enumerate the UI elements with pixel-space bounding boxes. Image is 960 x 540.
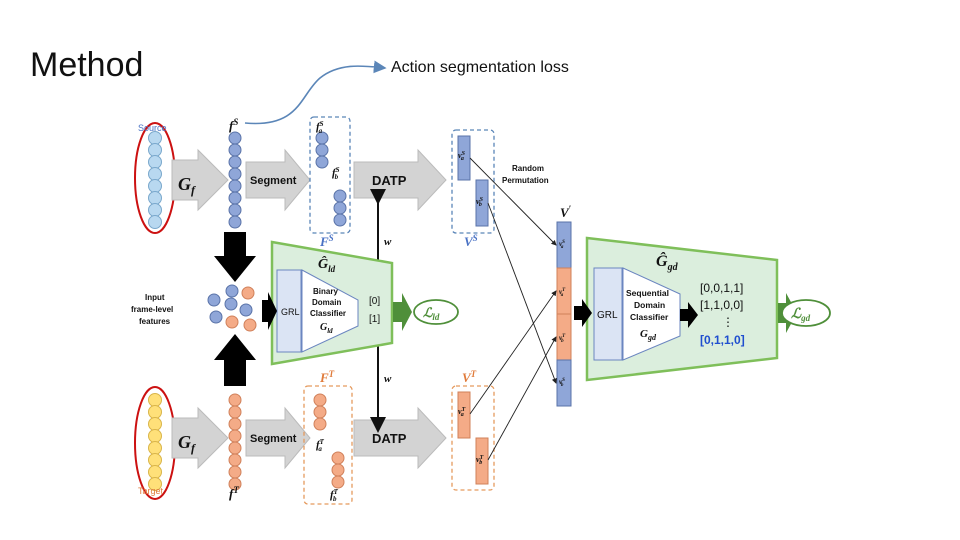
VT-label: VT [462,369,477,385]
ld-grl-box [276,269,302,353]
w-label-bottom: w [384,373,392,385]
segment-label-source: Segment [250,175,297,187]
gf-arrow-target [171,406,229,470]
segment-arrow-target [245,406,311,470]
VS-label: VS [464,233,478,249]
vprime-bar-4 [556,359,572,407]
slide-title: Method [30,46,144,84]
ld-classifier-shape [301,269,359,353]
gd-loss-ellipse [781,299,831,327]
gd-grl-label: GRL [597,310,618,321]
gd-input-black-arrow [574,299,592,327]
ft-feature-column [228,393,242,491]
ft-label: fT [229,485,239,501]
ft-segment-box [303,385,353,505]
FS-label: FS [319,233,334,249]
black-down-arrow [214,232,256,282]
gd-output-0: [0,0,1,1] [700,281,743,295]
gd-black-arrow [680,302,698,328]
gd-classifier-shape [622,267,681,361]
permutation-lines [469,157,557,461]
gd-output-1: [1,1,0,0] [700,298,743,312]
fs-feature-column [228,131,242,229]
gd-grl-box [593,267,623,361]
FT-label: FT [319,369,335,385]
ft-segment-circles [313,393,345,489]
input-feature-cluster [207,284,257,332]
black-up-arrow [214,334,256,386]
vta-bar [457,391,471,439]
gf-arrow-source [171,148,229,212]
ld-loss-ellipse [413,299,459,325]
loss-curve-arrow [244,60,387,125]
fs-label: fS [229,117,238,133]
vtb-bar [475,437,489,485]
datp-label-target: DATP [372,431,407,446]
ld-classifier-line-2: Domain [312,298,341,307]
ld-output-0: [0] [369,296,380,307]
random-perm-line-1: Random [512,164,544,173]
loss-caption: Action segmentation loss [391,59,569,76]
input-label-line-1: Input [145,293,165,302]
ld-classifier-line-3: Classifier [310,309,346,318]
datp-label-source: DATP [372,173,407,188]
ld-green-arrow [393,293,412,331]
gd-output-3: [0,1,1,0] [700,333,745,347]
gd-classifier-line-3: Classifier [630,312,669,322]
ld-grl-label: GRL [281,307,300,317]
black-right-arrow [262,292,277,330]
w-label-top: w [384,236,392,248]
vprime-label: V′ [560,204,572,220]
target-feature-column [148,393,162,491]
gd-output-2: ⋮ [722,315,734,329]
input-label-line-3: features [139,317,171,326]
input-label-line-2: frame-level [131,305,173,314]
gd-classifier-line-2: Domain [634,300,665,310]
vt-segment-box [451,385,495,491]
gd-classifier-line-1: Sequential [626,288,669,298]
target-label: Target [138,486,164,496]
ld-classifier-line-1: Binary [313,287,338,296]
random-perm-line-2: Permutation [502,176,549,185]
segment-arrow-source [245,148,311,212]
ld-output-1: [1] [369,314,380,325]
fs-segment-circles [315,131,347,227]
vs-segment-box [451,129,495,234]
segment-label-target: Segment [250,433,297,445]
source-feature-column [148,131,162,229]
source-label: Source [138,123,167,133]
fs-segment-box [309,116,351,234]
